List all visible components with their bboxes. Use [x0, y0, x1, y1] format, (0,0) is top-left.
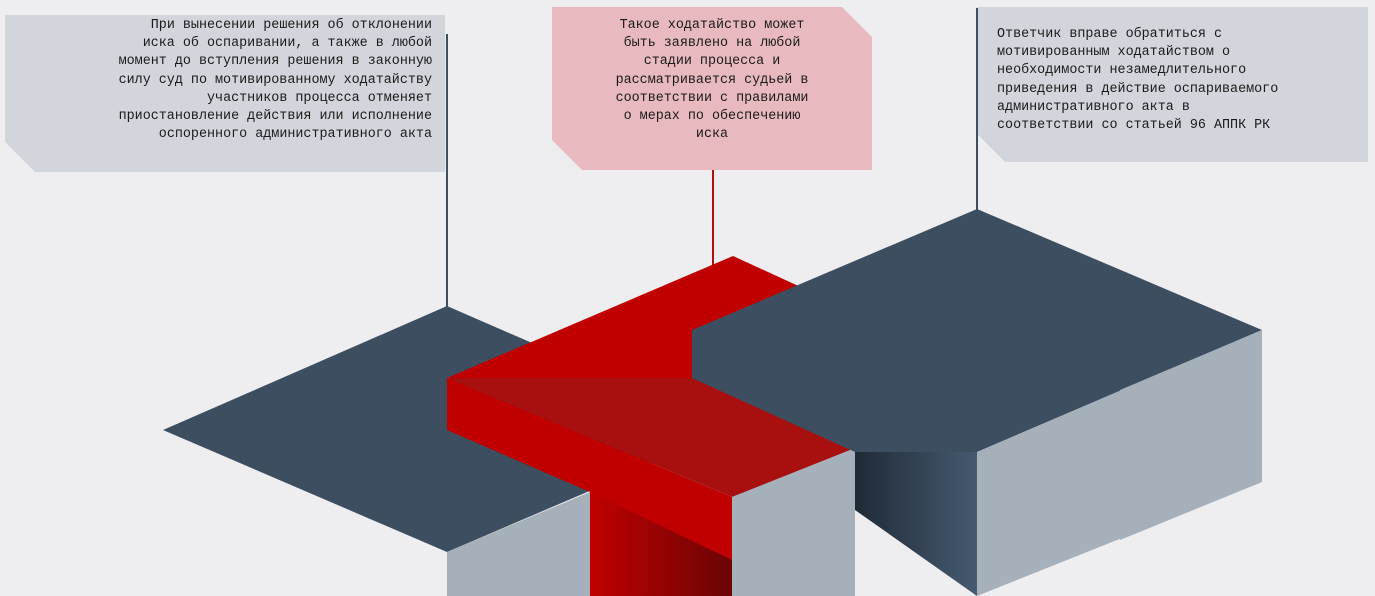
- callout-text-left: При вынесении решения об отклонении иска…: [118, 18, 432, 143]
- red-block-top-front: [447, 378, 855, 497]
- callout-box-middle: [552, 7, 872, 170]
- callout-box-left: [5, 15, 445, 172]
- right-block-left-face: [855, 452, 977, 596]
- callout-text-middle: Такое ходатайство может быть заявлено на…: [615, 18, 809, 143]
- left-block-front: [447, 492, 590, 596]
- callout-text-right: Ответчик вправе обратиться с мотивирован…: [997, 27, 1279, 134]
- callout-box-right: [977, 7, 1368, 162]
- right-block-top: [692, 209, 1262, 452]
- red-block-inner-shadow: [590, 492, 732, 596]
- red-block-front: [732, 448, 855, 596]
- right-block-front-shade: [1120, 330, 1262, 540]
